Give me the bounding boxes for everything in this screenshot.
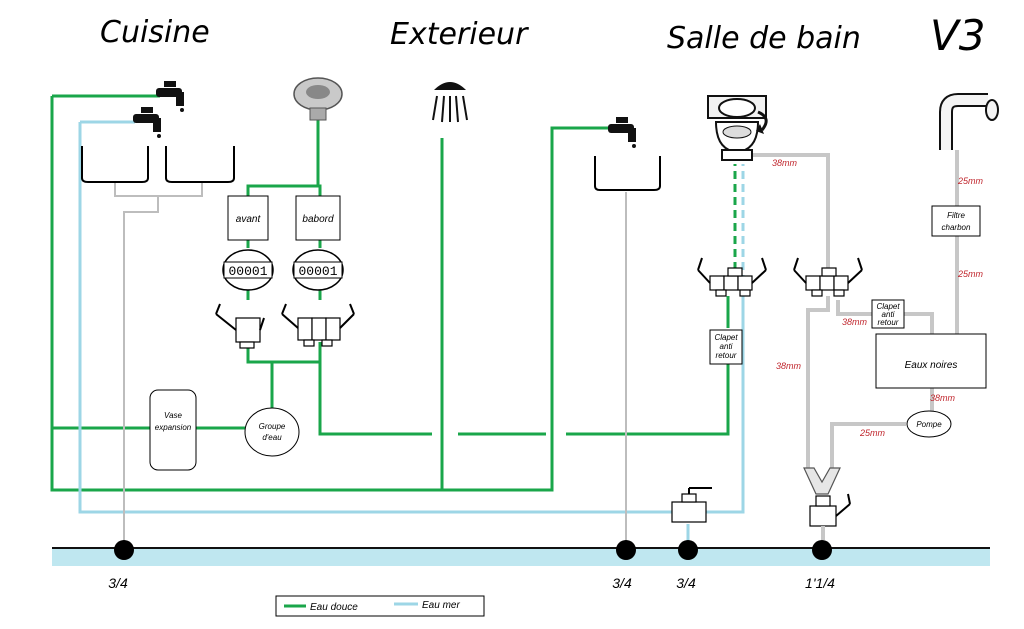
tank-label: Eaux noires — [905, 360, 958, 371]
valve-manifold-toilet-waste — [793, 257, 863, 297]
through-hull-2 — [616, 540, 636, 560]
groupe-label-line2: d'eau — [262, 433, 282, 442]
avant-counter: 00001 — [222, 249, 274, 291]
size-filter-bottom: 25mm — [957, 269, 984, 279]
through-hull-size-3: 3/4 — [676, 575, 696, 591]
legend-sea-label: Eau mer — [422, 600, 460, 611]
svg-text:Clapet: Clapet — [714, 333, 738, 342]
babord-counter-value: 00001 — [298, 264, 337, 279]
size-toilet-down: 38mm — [776, 361, 802, 371]
section-title-bathroom: Salle de bain — [667, 21, 861, 56]
pump-label: Pompe — [916, 420, 942, 429]
version-label: V3 — [930, 11, 985, 60]
y-valve — [803, 467, 841, 495]
babord-label: babord — [302, 214, 334, 225]
check-valve-waste: Clapet anti retour — [871, 299, 905, 329]
size-toilet-out: 38mm — [772, 158, 798, 168]
babord-meter: babord — [295, 195, 341, 241]
size-clapet-out: 38mm — [842, 317, 868, 327]
fresh-water-network — [50, 94, 737, 492]
svg-text:anti: anti — [720, 342, 733, 351]
vase-label-line2: expansion — [155, 423, 192, 432]
valve-manifold-babord — [281, 303, 355, 347]
expansion-tank: Vase expansion — [149, 389, 197, 471]
seacock-valve-waste — [809, 493, 851, 540]
sea-water-network — [78, 120, 745, 548]
size-pump-out: 25mm — [859, 428, 886, 438]
waste-pump: Pompe — [906, 410, 952, 438]
svg-text:anti: anti — [882, 310, 895, 319]
svg-text:Filtre: Filtre — [947, 211, 965, 220]
through-hull-1 — [114, 540, 134, 560]
avant-label: avant — [236, 214, 262, 225]
section-title-kitchen: Cuisine — [100, 15, 210, 50]
svg-text:Clapet: Clapet — [876, 302, 900, 311]
check-valve-fresh: Clapet anti retour — [709, 329, 743, 365]
vase-label-line1: Vase — [164, 411, 182, 420]
faucet-icon — [133, 107, 161, 138]
babord-counter: 00001 — [292, 249, 344, 291]
section-title-outside: Exterieur — [390, 17, 529, 52]
through-hull-size-1: 3/4 — [108, 575, 128, 591]
deck-filler-icon — [293, 77, 343, 121]
svg-text:charbon: charbon — [942, 223, 971, 232]
vent-pipe-icon — [939, 93, 999, 150]
sink-drains — [114, 182, 627, 548]
groupe-label-line1: Groupe — [259, 422, 286, 431]
avant-meter: avant — [227, 195, 269, 241]
size-filter-top: 25mm — [957, 176, 984, 186]
valve-manifold-toilet-feed — [697, 257, 767, 297]
avant-counter-value: 00001 — [228, 264, 267, 279]
svg-text:retour: retour — [716, 351, 737, 360]
through-hull-4 — [812, 540, 832, 560]
toilet-icon — [707, 95, 768, 161]
through-hull-size-2: 3/4 — [612, 575, 632, 591]
faucet-icon — [156, 81, 184, 112]
kitchen-double-sink — [81, 146, 235, 183]
legend-fresh-label: Eau douce — [310, 602, 358, 613]
faucet-icon — [608, 117, 636, 148]
svg-text:retour: retour — [878, 318, 899, 327]
water-pump-group: Groupe d'eau — [244, 407, 300, 457]
bathroom-sink — [594, 156, 661, 191]
valve-manifold-avant — [215, 303, 265, 349]
hull-waterline — [52, 548, 990, 566]
shower-icon — [432, 82, 468, 123]
through-hull-3 — [678, 540, 698, 560]
carbon-filter: Filtre charbon — [931, 205, 981, 237]
seacock-valve-sea-water — [671, 487, 712, 523]
legend: Eau douce Eau mer — [275, 595, 485, 617]
size-tank-out: 38mm — [930, 393, 956, 403]
through-hull-size-4: 1'1/4 — [805, 575, 835, 591]
black-water-tank: Eaux noires — [875, 333, 987, 389]
